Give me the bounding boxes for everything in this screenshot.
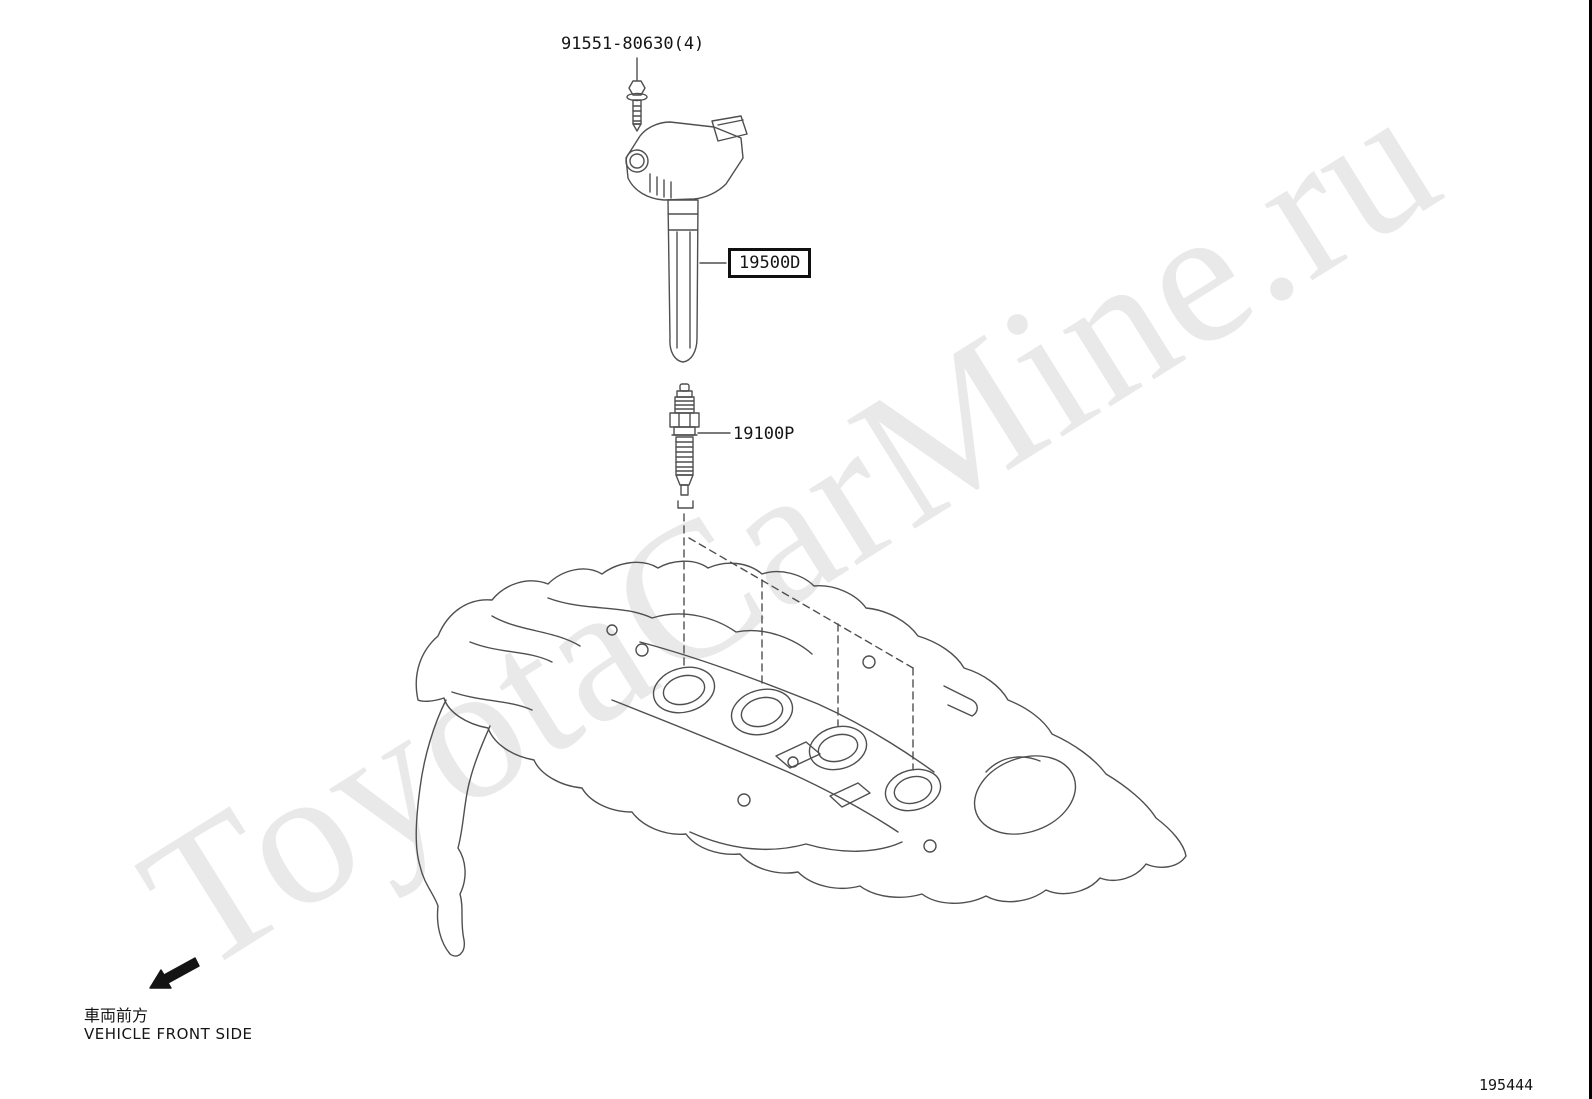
projection-dashed-lines (683, 513, 914, 771)
plug-part-code-label[interactable]: 19100P (733, 424, 795, 444)
ignition-coil-drawing (625, 115, 748, 363)
vehicle-front-arrow-icon (149, 957, 200, 989)
cylinder-head-cover-drawing (415, 560, 1187, 957)
leader-lines (636, 57, 731, 434)
vehicle-front-label-en: VEHICLE FRONT SIDE (84, 1025, 253, 1043)
flange-bolt-icon (626, 80, 648, 132)
bolt-part-number-label[interactable]: 91551-80630(4) (561, 34, 705, 54)
coil-part-code-label[interactable]: 19500D (728, 248, 812, 278)
vehicle-front-label-jp: 車両前方 (84, 1006, 149, 1025)
figure-number: 195444 (1479, 1076, 1534, 1094)
spark-plug-drawing (669, 383, 700, 509)
